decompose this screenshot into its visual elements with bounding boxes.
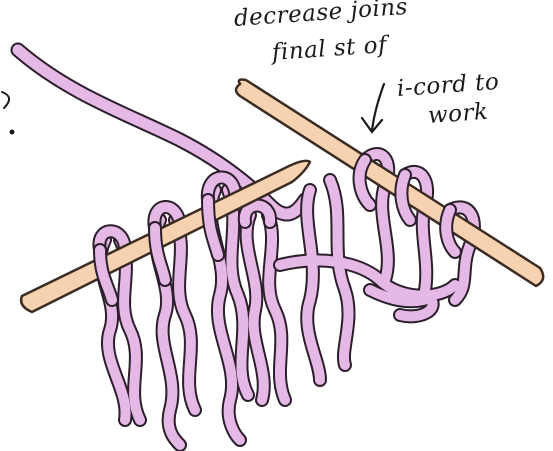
arrow-down-icon [362, 84, 384, 132]
edge-fragment [2, 92, 14, 134]
i-cord-loops [280, 154, 474, 380]
annotation-line-4: work [427, 99, 489, 129]
